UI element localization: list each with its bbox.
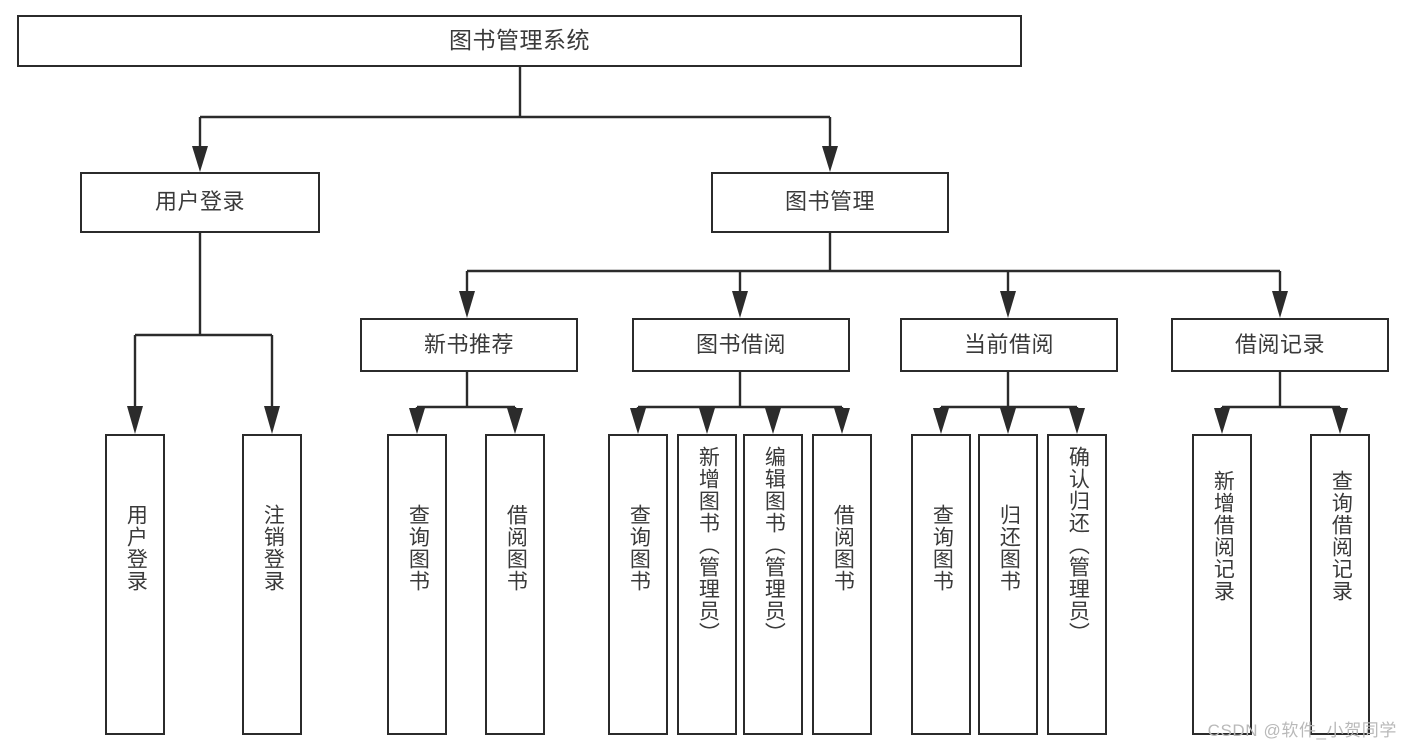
leaf-book-borrow-borrow-book[interactable]: 借阅图书 [812, 434, 872, 735]
node-label: 借阅记录 [1234, 331, 1325, 357]
leaf-current-borrow-return-book[interactable]: 归还图书 [978, 434, 1038, 735]
node-label: 注销登录 [261, 504, 285, 592]
arrow-newbook-to-leaf1 [409, 408, 425, 434]
node-label: 归还图书 [997, 504, 1021, 592]
arrow-bookmgmt-to-l3-4 [1272, 291, 1288, 318]
node-label: 编辑图书（管理员） [762, 446, 786, 644]
csdn-watermark: CSDN @软件_小贺同学 [1207, 721, 1397, 740]
node-label: 图书管理系统 [449, 27, 590, 54]
leaf-book-borrow-add-book-admin[interactable]: 新增图书（管理员） [677, 434, 737, 735]
node-user-login[interactable]: 用户登录 [80, 172, 320, 233]
arrow-bookmgmt-to-l3-1 [459, 291, 475, 318]
leaf-borrow-record-query-record[interactable]: 查询借阅记录 [1310, 434, 1370, 735]
leaf-user-login-login[interactable]: 用户登录 [105, 434, 165, 735]
leaf-new-book-borrow-book[interactable]: 借阅图书 [485, 434, 545, 735]
leaf-new-book-query-book[interactable]: 查询图书 [387, 434, 447, 735]
leaf-borrow-record-add-record[interactable]: 新增借阅记录 [1192, 434, 1252, 735]
leaf-book-borrow-edit-book-admin[interactable]: 编辑图书（管理员） [743, 434, 803, 735]
arrow-root-to-user-login [192, 146, 208, 172]
node-label: 新增图书（管理员） [696, 446, 720, 644]
node-book-borrow[interactable]: 图书借阅 [632, 318, 850, 372]
node-label: 新书推荐 [423, 331, 514, 357]
arrow-current-to-leaf3 [1069, 408, 1085, 434]
arrow-current-to-leaf1 [933, 408, 949, 434]
arrow-borrow-to-leaf2 [699, 408, 715, 434]
node-label: 借阅图书 [504, 504, 528, 592]
node-label: 当前借阅 [963, 331, 1054, 357]
node-new-book-recommend[interactable]: 新书推荐 [360, 318, 578, 372]
arrow-root-to-book-mgmt [822, 146, 838, 172]
arrow-current-to-leaf2 [1000, 408, 1016, 434]
arrow-borrow-to-leaf1 [630, 408, 646, 434]
arrow-userlogin-to-leaf2 [264, 406, 280, 434]
node-book-management[interactable]: 图书管理 [711, 172, 949, 233]
leaf-book-borrow-query-book[interactable]: 查询图书 [608, 434, 668, 735]
leaf-current-borrow-confirm-return-admin[interactable]: 确认归还（管理员） [1047, 434, 1107, 735]
arrow-bookmgmt-to-l3-2 [732, 291, 748, 318]
node-label: 查询图书 [406, 504, 430, 592]
node-label: 查询图书 [930, 504, 954, 592]
node-label: 确认归还（管理员） [1066, 446, 1090, 644]
node-label: 查询借阅记录 [1329, 470, 1353, 602]
node-current-borrow[interactable]: 当前借阅 [900, 318, 1118, 372]
arrow-newbook-to-leaf2 [507, 408, 523, 434]
node-root-book-management-system[interactable]: 图书管理系统 [17, 15, 1022, 67]
node-label: 借阅图书 [831, 504, 855, 592]
arrow-bookmgmt-to-l3-3 [1000, 291, 1016, 318]
node-label: 查询图书 [627, 504, 651, 592]
node-borrow-record[interactable]: 借阅记录 [1171, 318, 1389, 372]
node-label: 图书管理 [784, 189, 875, 215]
node-label: 用户登录 [124, 504, 148, 592]
arrow-record-to-leaf1 [1214, 408, 1230, 434]
arrow-borrow-to-leaf4 [834, 408, 850, 434]
arrow-userlogin-to-leaf1 [127, 406, 143, 434]
leaf-user-login-logout[interactable]: 注销登录 [242, 434, 302, 735]
node-label: 新增借阅记录 [1211, 470, 1235, 602]
node-label: 用户登录 [154, 189, 245, 215]
arrow-record-to-leaf2 [1332, 408, 1348, 434]
arrow-borrow-to-leaf3 [765, 408, 781, 434]
leaf-current-borrow-query-book[interactable]: 查询图书 [911, 434, 971, 735]
node-label: 图书借阅 [695, 331, 786, 357]
